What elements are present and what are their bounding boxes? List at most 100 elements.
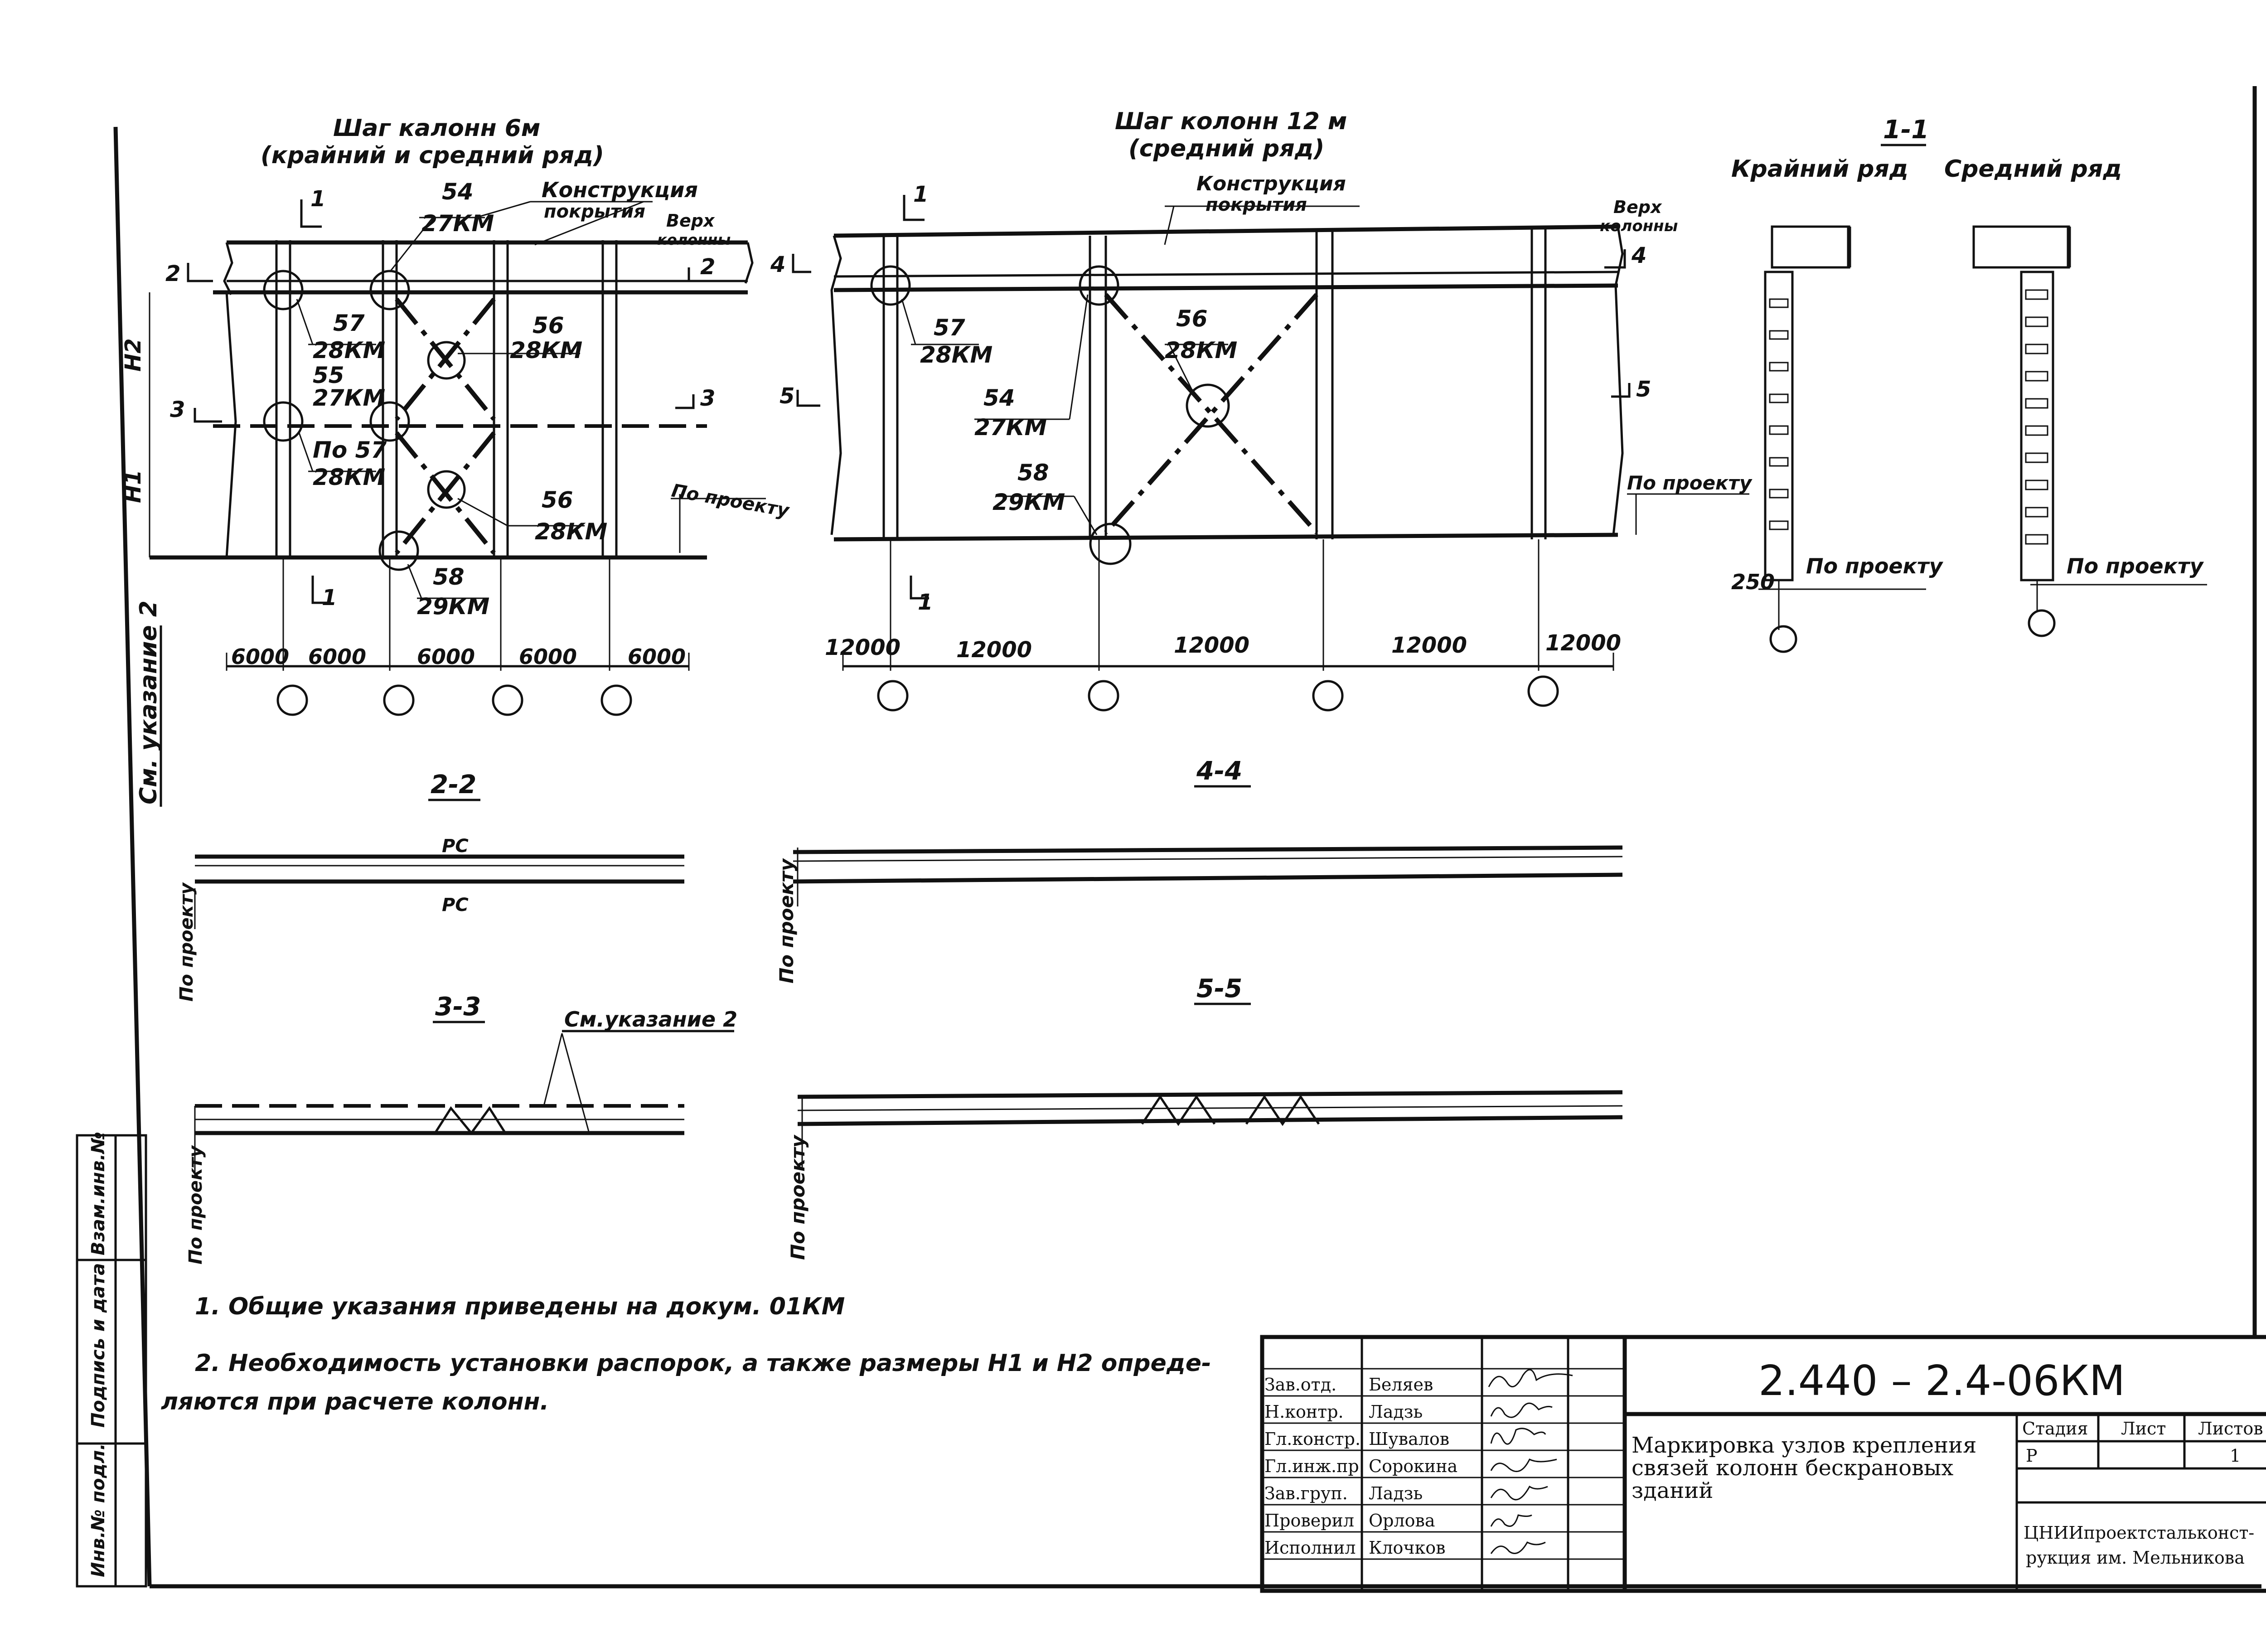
s33-note: См.указание 2 <box>564 1007 737 1032</box>
n12-58-doc: 29КМ <box>993 489 1065 515</box>
step12-by-design: По проекту <box>1627 472 1753 494</box>
n12-57-doc: 28КМ <box>920 342 993 368</box>
staff-role-3: Гл.констр. <box>1264 1429 1361 1449</box>
strip-replace-inv: Взам.инв.№ <box>88 1132 109 1255</box>
staff-role-1: Зав.отд. <box>1264 1375 1336 1395</box>
span-6-2: 6000 <box>308 644 366 669</box>
cut12-1-top: 1 <box>913 182 928 207</box>
s22-rc-top: РС <box>442 836 469 857</box>
s33-title: 3-3 <box>435 992 481 1022</box>
cut-mark-2-right: 2 <box>700 254 715 280</box>
s44-by-design: По проекту <box>775 858 798 983</box>
s55-title: 5-5 <box>1196 974 1242 1003</box>
n12-57-num: 57 <box>934 315 965 341</box>
note-2a: 2. Необходимость установки распорок, а т… <box>195 1350 1211 1377</box>
cut-mark-1-bottom: 1 <box>322 585 337 610</box>
step12-title-1: Шаг колонн 12 м <box>1115 108 1347 135</box>
s11-by-design-outer: По проекту <box>1806 554 1944 578</box>
top12-label-1: Верх <box>1613 197 1662 217</box>
span-6-1: 6000 <box>231 644 289 669</box>
step6-by-design: По проекту <box>670 480 791 522</box>
staff-name-7: Клочков <box>1369 1538 1446 1558</box>
n12-54-num: 54 <box>983 385 1015 411</box>
cut-mark-1-top: 1 <box>310 186 325 212</box>
n12-58-num: 58 <box>1017 460 1049 486</box>
node-po57-num: По 57 <box>313 437 387 463</box>
step12-title-2: (средний ряд) <box>1128 135 1324 162</box>
staff-role-4: Гл.инж.пр. <box>1264 1456 1365 1476</box>
staff-role-5: Зав.груп. <box>1264 1483 1348 1503</box>
cut-4-left: 4 <box>770 252 785 277</box>
staff-role-7: Исполнил <box>1264 1538 1356 1558</box>
span-12-1: 12000 <box>825 635 901 660</box>
span-6-5: 6000 <box>628 644 686 669</box>
s22-rc-bottom: РС <box>442 895 469 916</box>
node-56b-num: 56 <box>542 487 573 513</box>
view-step-6m: Шаг калонн 6м (крайний и средний ряд) <box>121 115 791 716</box>
s33-by-design: По проекту <box>185 1145 206 1264</box>
top12-label-2: колонны <box>1600 217 1678 235</box>
staff-name-6: Орлова <box>1369 1511 1435 1531</box>
cut-mark-2-left: 2 <box>165 261 180 286</box>
node-56b-doc: 28КМ <box>535 518 607 545</box>
node-55-doc: 27КМ <box>313 385 385 411</box>
staff-role-6: Проверил <box>1264 1511 1354 1531</box>
span-6-3: 6000 <box>417 644 475 669</box>
height-h1: H1 <box>121 470 146 503</box>
cut-4-right: 4 <box>1631 243 1646 268</box>
staff-name-3: Шувалов <box>1369 1429 1449 1449</box>
step6-title-2: (крайний и средний ряд) <box>261 142 604 169</box>
org-line-2: рукция им. Мельникова <box>2026 1548 2245 1568</box>
strip-inv-no: Инв.№ подл. <box>88 1443 109 1577</box>
note-1: 1. Общие указания приведены на докум. 01… <box>195 1293 845 1320</box>
n12-56-doc: 28КМ <box>1165 337 1237 363</box>
staff-name-1: Беляев <box>1369 1375 1433 1395</box>
s11-outer-row: Крайний ряд <box>1731 155 1908 183</box>
section-1-1: 1-1 Крайний ряд Средний ряд 250 По проек… <box>1731 115 2207 653</box>
node-56a-doc: 28КМ <box>510 337 582 363</box>
s11-dim-250: 250 <box>1731 570 1775 594</box>
node-po57-doc: 28КМ <box>313 464 385 490</box>
s22-title: 2-2 <box>431 770 476 799</box>
s11-title: 1-1 <box>1883 115 1929 145</box>
s11-by-design-middle: По проекту <box>2067 554 2204 578</box>
node-56a-num: 56 <box>533 312 564 339</box>
span-6-4: 6000 <box>519 644 577 669</box>
strip-sign-date: Подпись и дата <box>88 1263 109 1428</box>
step6-title-1: Шаг калонн 6м <box>333 115 540 142</box>
s55-by-design: По проекту <box>787 1134 809 1260</box>
n12-54-doc: 27КМ <box>974 414 1047 441</box>
staff-role-2: Н.контр. <box>1264 1402 1344 1422</box>
side-note: См. указание 2 <box>135 601 162 804</box>
node-58-doc: 29КМ <box>417 593 489 620</box>
stage-header: Стадия <box>2022 1419 2088 1439</box>
roof12-label-2: покрытия <box>1206 194 1307 215</box>
sheets-value: 1 <box>2230 1446 2241 1466</box>
section-5-5: 5-5 По проекту <box>787 974 1623 1260</box>
roof-label-1: Конструкция <box>542 178 698 202</box>
staff-name-5: Ладзь <box>1369 1483 1423 1503</box>
title-line-2: связей колонн бескрановых <box>1632 1455 1953 1481</box>
node-54-num: 54 <box>442 179 474 205</box>
height-h2: H2 <box>121 338 146 372</box>
roof12-label-1: Конструкция <box>1196 172 1346 195</box>
roof-label-2: покрытия <box>544 201 645 222</box>
org-line-1: ЦНИИпроектстальконст- <box>2024 1523 2254 1543</box>
node-57-num: 57 <box>333 310 365 336</box>
span-12-5: 12000 <box>1545 630 1621 656</box>
title-line-3: зданий <box>1632 1478 1713 1503</box>
cut-mark-3-left: 3 <box>170 397 185 422</box>
left-stamp-strip: Взам.инв.№ Подпись и дата Инв.№ подл. <box>76 1132 147 1588</box>
node-54-doc: 27КМ <box>421 210 494 237</box>
doc-code: 2.440 – 2.4-06КМ <box>1758 1356 2125 1405</box>
sheet-header: Лист <box>2121 1419 2166 1439</box>
cut-mark-3-right: 3 <box>700 386 715 411</box>
s22-by-design: По проекту <box>176 882 197 1002</box>
general-notes: 1. Общие указания приведены на докум. 01… <box>161 1293 1211 1415</box>
cut-5-left: 5 <box>780 383 794 409</box>
top-label-2: колонны <box>657 231 731 248</box>
cut-5-right: 5 <box>1636 377 1651 402</box>
span-12-4: 12000 <box>1391 633 1467 658</box>
title-block: Зав.отд. Беляев Н.контр. Ладзь Гл.констр… <box>1260 1335 2266 1593</box>
